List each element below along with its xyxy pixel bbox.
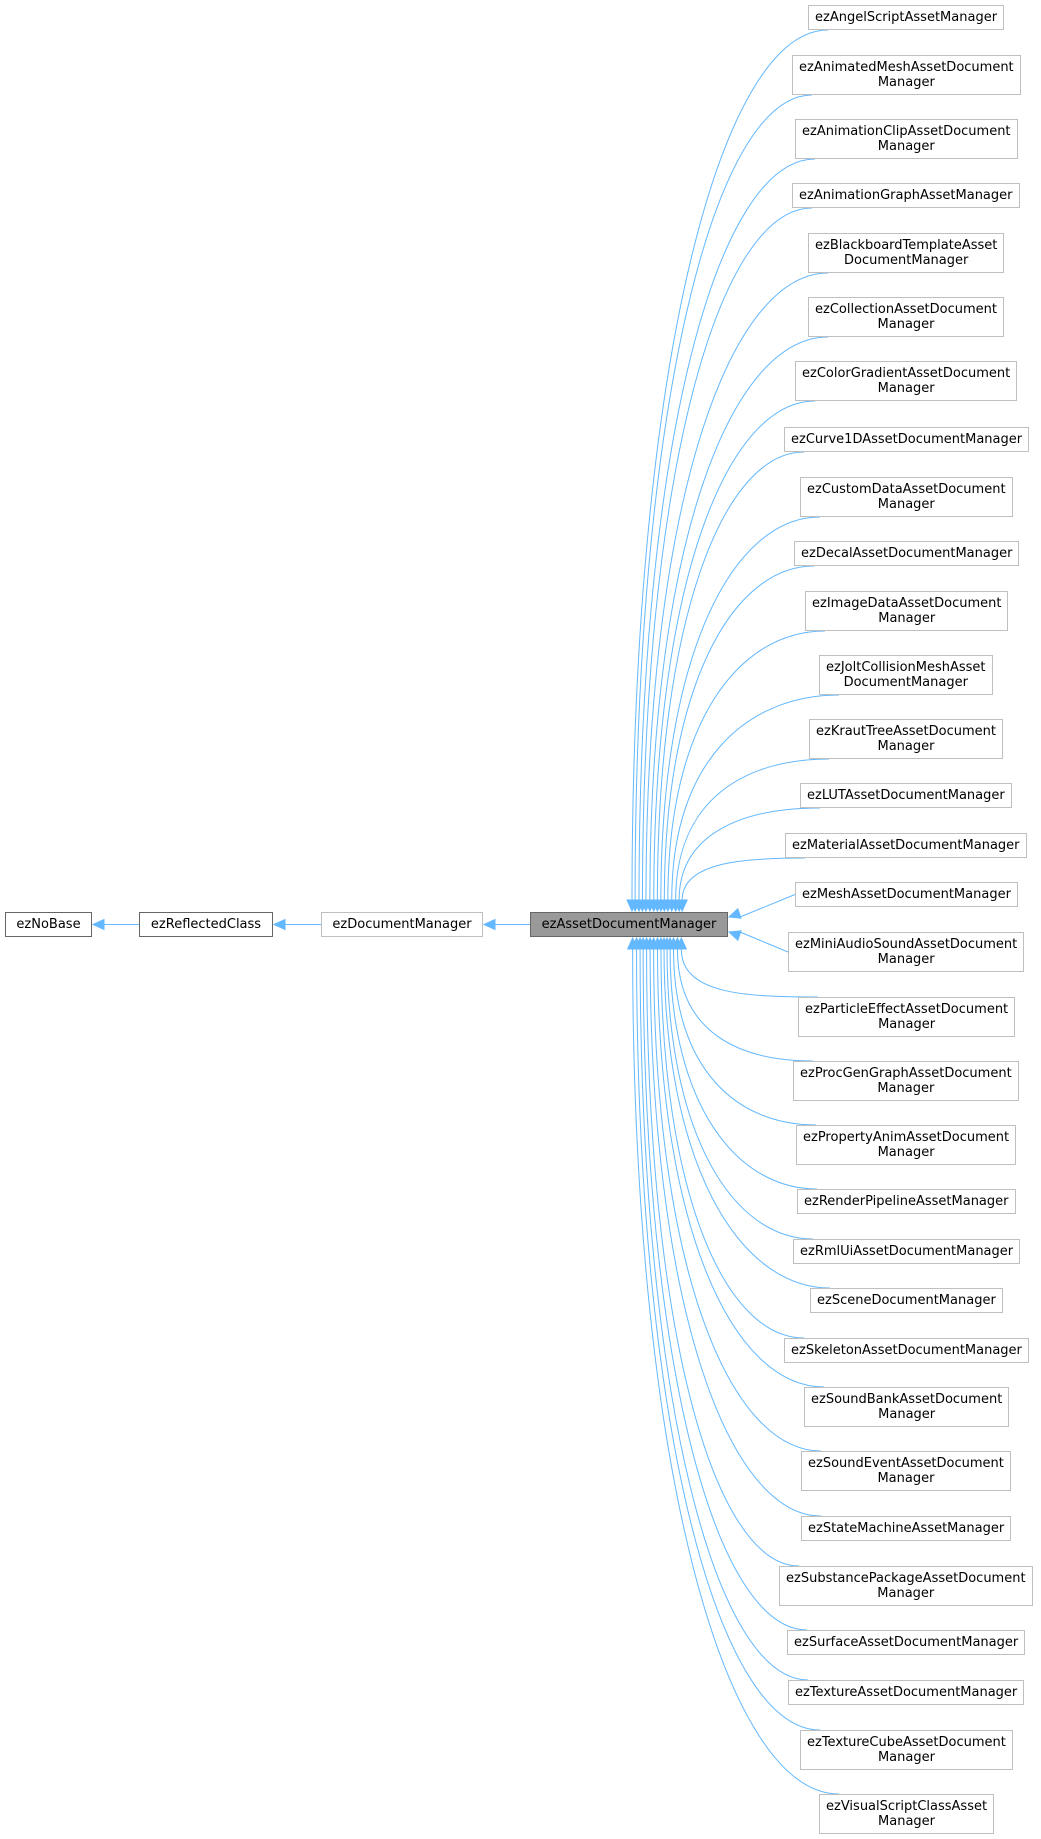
node-ezAnimatedMeshAssetDocumentManager[interactable]: ezAnimatedMeshAssetDocument Manager <box>792 55 1021 95</box>
derived-edge <box>669 948 818 1190</box>
derived-edge <box>680 948 819 998</box>
derived-edge <box>660 948 805 1339</box>
derived-edge <box>649 948 822 1517</box>
node-ezSoundEventAssetDocumentManager[interactable]: ezSoundEventAssetDocument Manager <box>801 1451 1011 1491</box>
node-ezParticleEffectAssetDocumentManager[interactable]: ezParticleEffectAssetDocument Manager <box>798 997 1016 1037</box>
derived-edge-arrowhead <box>727 907 742 919</box>
node-ezSurfaceAssetDocumentManager[interactable]: ezSurfaceAssetDocumentManager <box>787 1630 1026 1655</box>
derived-edge <box>666 948 814 1240</box>
node-ezTextureCubeAssetDocumentManager[interactable]: ezTextureCubeAssetDocument Manager <box>800 1730 1013 1770</box>
derived-edge <box>656 451 805 901</box>
node-ezSkeletonAssetDocumentManager[interactable]: ezSkeletonAssetDocumentManager <box>784 1338 1029 1363</box>
node-ezCollectionAssetDocumentManager[interactable]: ezCollectionAssetDocument Manager <box>808 297 1005 337</box>
derived-edge-arrowhead <box>676 899 688 913</box>
node-ezLUTAssetDocumentManager[interactable]: ezLUTAssetDocumentManager <box>800 783 1012 808</box>
node-ezAnimationGraphAssetManager[interactable]: ezAnimationGraphAssetManager <box>792 183 1020 208</box>
derived-edge <box>663 565 815 901</box>
node-ezImageDataAssetDocumentManager[interactable]: ezImageDataAssetDocument Manager <box>805 591 1009 631</box>
node-ezSoundBankAssetDocumentManager[interactable]: ezSoundBankAssetDocument Manager <box>804 1387 1010 1427</box>
derived-edge <box>638 158 816 901</box>
derived-edge <box>645 272 829 901</box>
node-ezStateMachineAssetManager[interactable]: ezStateMachineAssetManager <box>801 1516 1012 1541</box>
node-ezAngelScriptAssetManager[interactable]: ezAngelScriptAssetManager <box>808 5 1005 30</box>
derived-edge <box>632 948 840 1795</box>
chain-edge-arrowhead <box>91 918 105 931</box>
derived-edge <box>681 857 806 901</box>
derived-edge <box>671 694 840 901</box>
derived-edge <box>653 400 816 901</box>
node-ezDocumentManager[interactable]: ezDocumentManager <box>321 912 483 937</box>
node-ezPropertyAnimAssetDocumentManager[interactable]: ezPropertyAnimAssetDocument Manager <box>796 1125 1017 1165</box>
node-ezSceneDocumentManager[interactable]: ezSceneDocumentManager <box>810 1288 1003 1313</box>
node-ezProcGenGraphAssetDocumentManager[interactable]: ezProcGenGraphAssetDocument Manager <box>793 1061 1019 1101</box>
node-ezRenderPipelineAssetManager[interactable]: ezRenderPipelineAssetManager <box>797 1189 1016 1214</box>
node-ezTextureAssetDocumentManager[interactable]: ezTextureAssetDocumentManager <box>788 1680 1025 1705</box>
node-ezAnimationClipAssetDocumentManager[interactable]: ezAnimationClipAssetDocument Manager <box>795 119 1018 159</box>
node-ezAssetDocumentManager: ezAssetDocumentManager <box>530 912 728 937</box>
derived-edge <box>649 336 829 901</box>
derived-edge <box>676 948 814 1062</box>
derived-edge <box>657 948 825 1388</box>
node-ezSubstancePackageAssetDocumentManager[interactable]: ezSubstancePackageAssetDocument Manager <box>779 1566 1033 1606</box>
node-ezCurve1DAssetDocumentManager[interactable]: ezCurve1DAssetDocumentManager <box>784 427 1030 452</box>
derived-edge <box>673 948 817 1126</box>
node-ezMeshAssetDocumentManager[interactable]: ezMeshAssetDocumentManager <box>795 882 1018 907</box>
derived-edge <box>667 630 826 901</box>
node-ezReflectedClass[interactable]: ezReflectedClass <box>139 912 273 937</box>
derived-edge <box>642 948 808 1631</box>
derived-edge <box>636 948 821 1731</box>
node-ezColorGradientAssetDocumentManager[interactable]: ezColorGradientAssetDocument Manager <box>795 361 1018 401</box>
derived-edge <box>660 516 821 901</box>
derived-edge <box>675 758 830 901</box>
derived-edge <box>639 948 809 1681</box>
derived-edge-arrowhead <box>727 930 742 942</box>
node-ezCustomDataAssetDocumentManager[interactable]: ezCustomDataAssetDocument Manager <box>800 477 1013 517</box>
node-ezRmlUiAssetDocumentManager[interactable]: ezRmlUiAssetDocumentManager <box>793 1239 1021 1264</box>
node-ezKrautTreeAssetDocumentManager[interactable]: ezKrautTreeAssetDocument Manager <box>809 719 1003 759</box>
derived-edge <box>634 94 813 901</box>
derived-edge <box>631 29 829 901</box>
node-ezJoltCollisionMeshAssetDocumentManager[interactable]: ezJoltCollisionMeshAsset DocumentManager <box>819 655 993 695</box>
node-ezMaterialAssetDocumentManager[interactable]: ezMaterialAssetDocumentManager <box>785 833 1027 858</box>
derived-edge <box>653 948 822 1452</box>
derived-edge-arrowhead <box>626 936 639 950</box>
node-ezDecalAssetDocumentManager[interactable]: ezDecalAssetDocumentManager <box>794 541 1020 566</box>
node-ezBlackboardTemplateAssetDocumentManager[interactable]: ezBlackboardTemplateAsset DocumentManage… <box>808 233 1005 273</box>
node-ezVisualScriptClassAssetManager[interactable]: ezVisualScriptClassAsset Manager <box>819 1794 995 1834</box>
derived-edge <box>646 948 800 1567</box>
derived-edge <box>739 931 789 953</box>
derived-edge <box>663 948 831 1289</box>
derived-edge <box>641 207 813 901</box>
derived-edge <box>739 894 796 918</box>
node-ezMiniAudioSoundAssetDocumentManager[interactable]: ezMiniAudioSoundAssetDocument Manager <box>788 932 1025 972</box>
node-ezNoBase[interactable]: ezNoBase <box>5 912 92 937</box>
derived-edge <box>678 807 821 901</box>
chain-edge-arrowhead <box>482 918 496 931</box>
chain-edge-arrowhead <box>272 918 286 931</box>
